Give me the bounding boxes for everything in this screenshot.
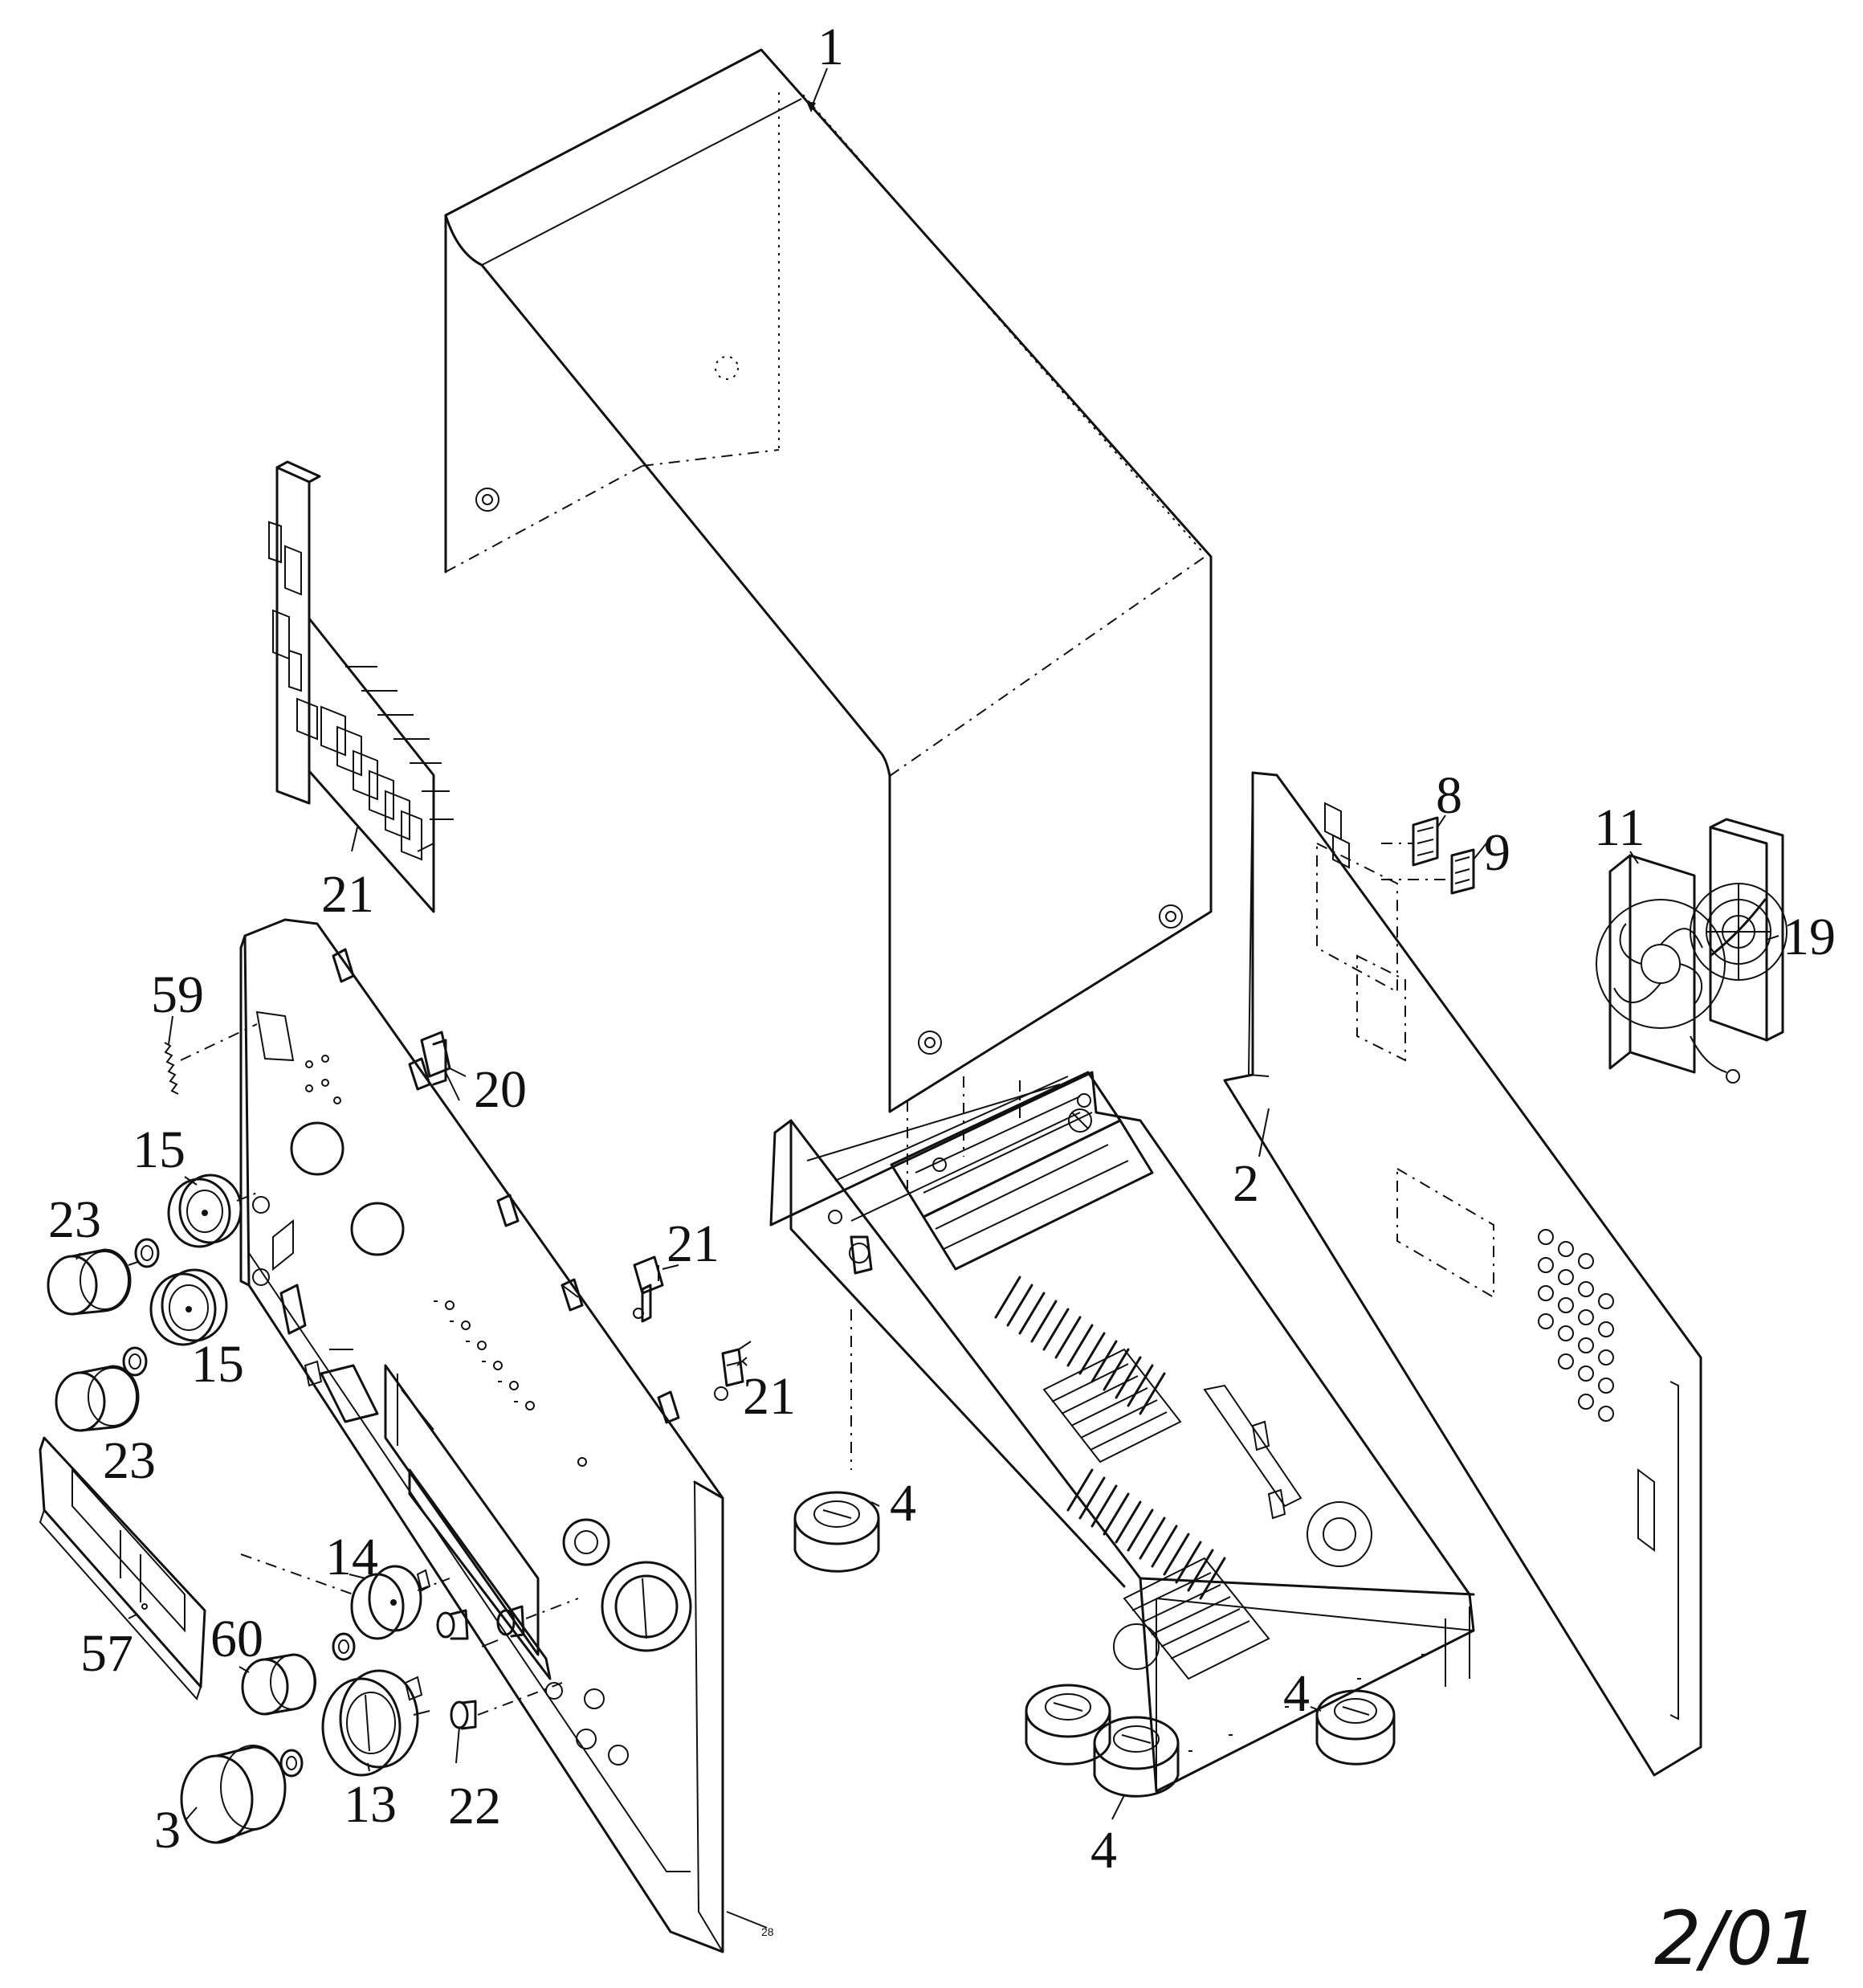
callout-57: 57 <box>80 1624 133 1683</box>
display-window-part-57 <box>39 1436 206 1700</box>
switch-part-21-lower <box>714 1341 752 1401</box>
callout-21-middle: 21 <box>667 1214 720 1273</box>
callout-23-lower: 23 <box>103 1431 156 1490</box>
nut-part-13 <box>279 1749 304 1778</box>
knob-part-23-lower <box>55 1365 140 1432</box>
leader-lines <box>75 67 1779 1929</box>
callout-8: 8 <box>1436 766 1462 825</box>
knob-ring-part-15-lower <box>149 1268 228 1346</box>
connector-part-9 <box>1381 848 1475 895</box>
foot-part-4-left <box>793 1491 880 1573</box>
callout-11: 11 <box>1594 798 1645 857</box>
chassis-vent-grille-2 <box>1123 1557 1270 1680</box>
nut-upper <box>134 1238 160 1268</box>
front-panel <box>239 918 724 1953</box>
callout-1: 1 <box>817 18 844 76</box>
connector-part-8 <box>1381 816 1439 867</box>
screws-front-panel <box>436 1598 579 1647</box>
screw-part-22 <box>450 1682 563 1730</box>
chassis-vent-grille-1 <box>1042 1348 1182 1463</box>
callout-19: 19 <box>1783 908 1836 966</box>
callout-4-bottom: 4 <box>1090 1821 1117 1880</box>
foot-part-4-bottom-2 <box>1093 1716 1180 1798</box>
spring-part-59 <box>164 1023 258 1095</box>
knob-part-60 <box>241 1653 316 1716</box>
chassis-frame <box>769 1071 1475 1793</box>
foot-part-4-bottom-1 <box>1025 1684 1111 1766</box>
knob-part-3 <box>180 1745 287 1844</box>
nut-part-14 <box>332 1632 356 1661</box>
callout-28: 28 <box>761 1925 774 1938</box>
knob-part-23-upper <box>47 1248 141 1316</box>
foot-part-4-right <box>1315 1689 1396 1766</box>
knob-ring-part-15-upper <box>167 1174 258 1248</box>
callout-2: 2 <box>1233 1154 1259 1213</box>
callout-21-top: 21 <box>321 865 374 924</box>
cooling-fan-part-11 <box>1596 854 1740 1084</box>
callout-4-right: 4 <box>1283 1664 1310 1723</box>
callout-20: 20 <box>474 1060 527 1119</box>
callout-14: 14 <box>325 1528 378 1586</box>
callout-59: 59 <box>151 965 204 1024</box>
callout-23-upper: 23 <box>48 1190 101 1249</box>
callout-15-lower: 15 <box>191 1335 244 1394</box>
pcb-board-part-21 <box>268 460 454 913</box>
page-reference: 2/01 <box>1654 1896 1820 1982</box>
callout-22: 22 <box>448 1777 501 1835</box>
callout-3: 3 <box>154 1801 181 1859</box>
callout-9: 9 <box>1484 823 1510 882</box>
callout-13: 13 <box>344 1775 397 1834</box>
callout-15-upper: 15 <box>132 1121 185 1179</box>
chassis-vent-slots-upper <box>994 1276 1166 1415</box>
nut-lower <box>122 1346 148 1377</box>
switch-part-21-middle <box>633 1255 679 1323</box>
bracket-part-20 <box>420 1031 467 1086</box>
callout-labels: 1 2 8 9 11 19 20 21 21 21 59 15 15 23 23… <box>48 18 1836 1938</box>
chassis-vent-slots-lower <box>1066 1468 1226 1600</box>
callout-4-left: 4 <box>890 1474 916 1533</box>
top-cover-part-1 <box>444 48 1213 1113</box>
fan-guard-part-19 <box>1690 818 1788 1042</box>
knob-ring-part-14 <box>240 1553 450 1640</box>
callout-60: 60 <box>210 1610 263 1668</box>
rear-vent-holes <box>1538 1229 1614 1422</box>
knob-ring-part-13 <box>321 1669 430 1777</box>
callout-21-lower: 21 <box>743 1367 796 1426</box>
rear-panel-part-2 <box>1223 771 1702 1777</box>
